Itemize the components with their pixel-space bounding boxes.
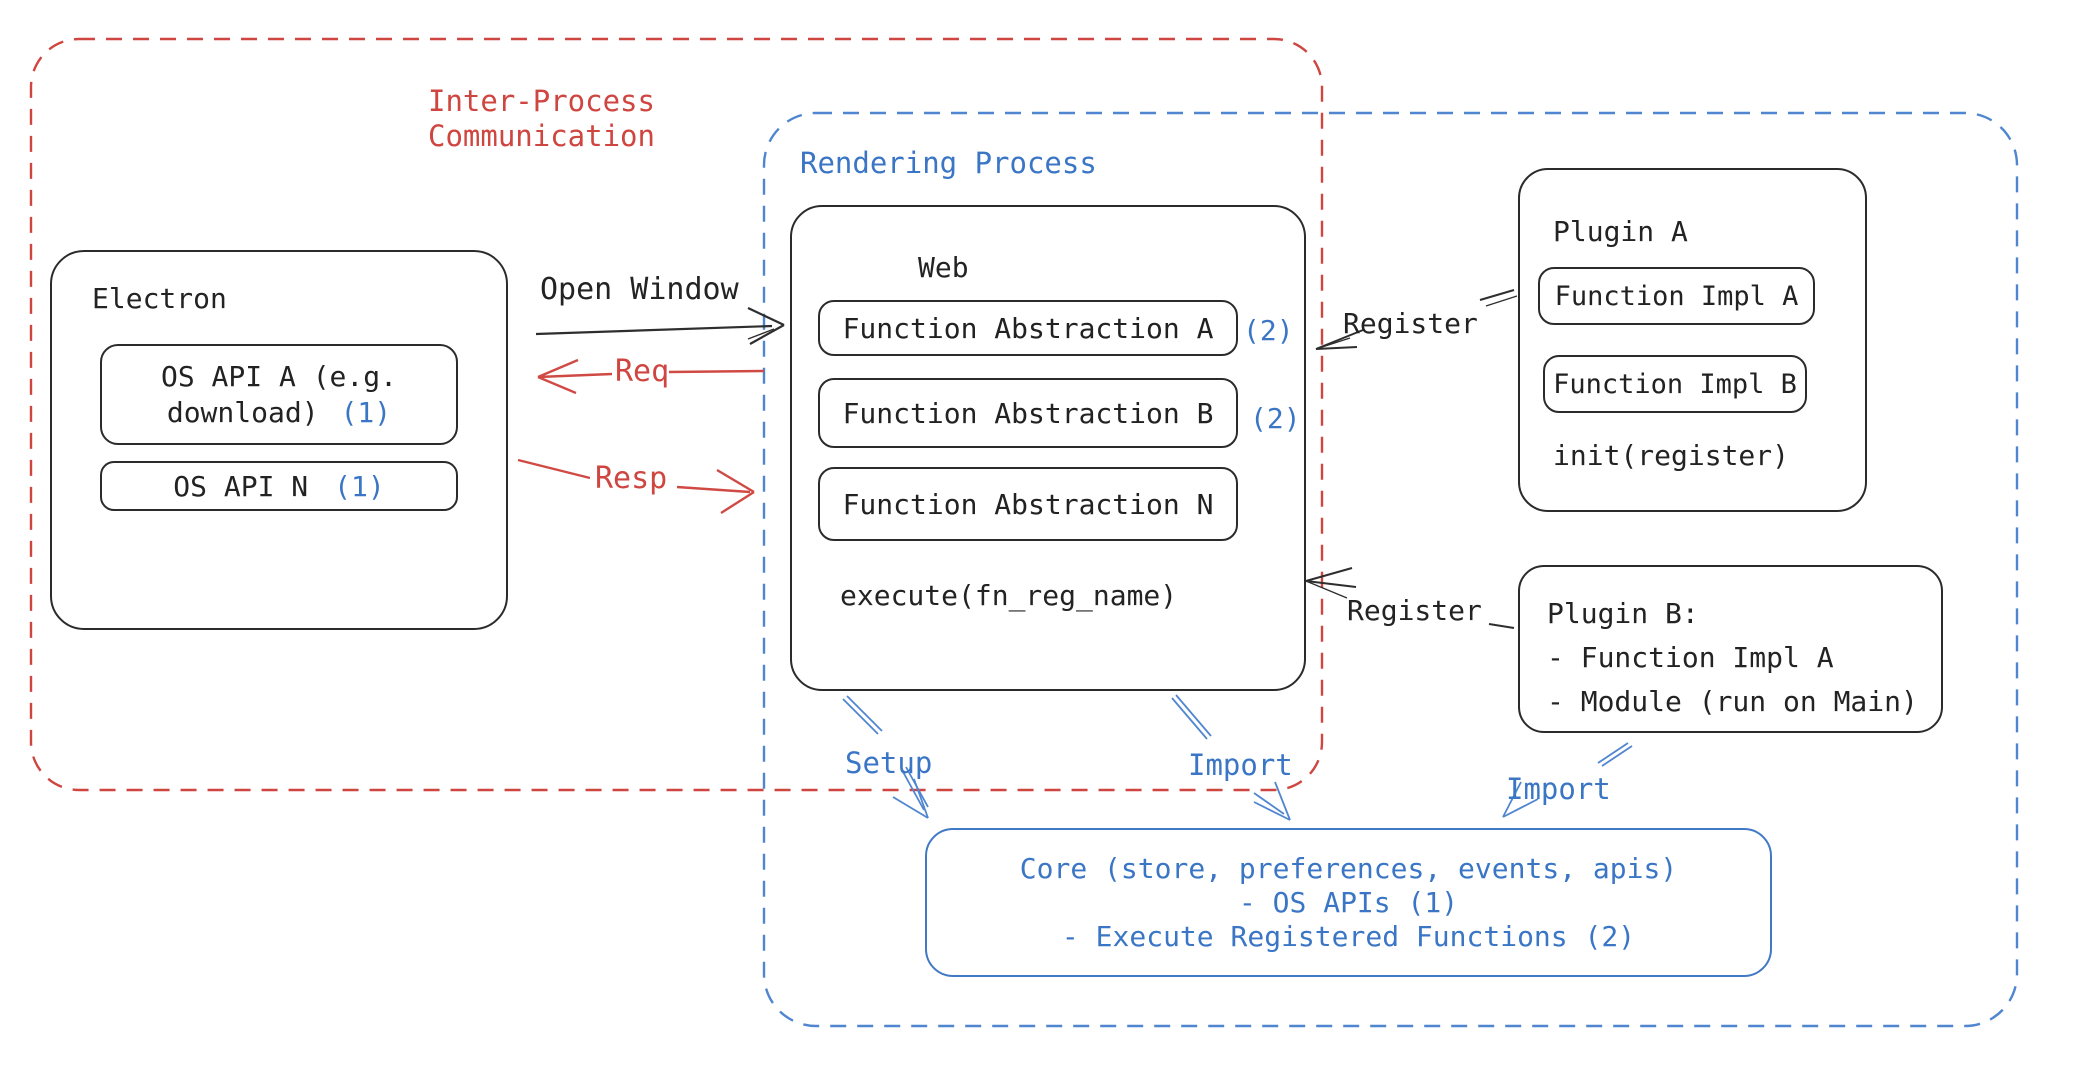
core-line-2: - OS APIs (1) — [1238, 885, 1459, 919]
core-line-1: Core (store, preferences, events, apis) — [1019, 851, 1678, 885]
os-api-a-line2: download)(1) — [166, 395, 392, 429]
os-api-n-box: OS API N(1) — [100, 461, 458, 511]
os-api-a-line1: OS API A (e.g. — [160, 359, 397, 393]
plugin-b-line-2: - Function Impl A — [1547, 641, 1834, 674]
import-core-label: Import — [1188, 748, 1293, 782]
os-api-n-line: OS API N(1) — [173, 469, 385, 503]
function-abstraction-n-label: Function Abstraction N — [842, 487, 1214, 521]
function-abstraction-n-box: Function Abstraction N — [818, 467, 1238, 541]
plugin-b-line-3: - Module (run on Main) — [1547, 685, 1918, 718]
function-abstraction-b-badge: (2) — [1250, 402, 1301, 435]
function-impl-a-box: Function Impl A — [1538, 267, 1815, 325]
function-abstraction-b-label: Function Abstraction B — [842, 396, 1214, 430]
resp-label: Resp — [595, 461, 668, 496]
core-box: Core (store, preferences, events, apis) … — [925, 828, 1772, 977]
function-impl-a-label: Function Impl A — [1554, 280, 1799, 312]
rendering-process-label: Rendering Process — [800, 146, 1097, 180]
function-abstraction-a-box: Function Abstraction A — [818, 300, 1238, 356]
plugin-a-title: Plugin A — [1553, 215, 1688, 248]
register-top-label: Register — [1343, 307, 1478, 340]
core-line-3: - Execute Registered Functions (2) — [1061, 919, 1636, 953]
execute-label: execute(fn_reg_name) — [840, 579, 1178, 612]
function-impl-b-box: Function Impl B — [1543, 355, 1807, 413]
os-api-a-badge: (1) — [340, 395, 392, 429]
function-abstraction-a-label: Function Abstraction A — [842, 311, 1214, 345]
open-window-label: Open Window — [540, 272, 739, 307]
function-abstraction-b-box: Function Abstraction B — [818, 378, 1238, 448]
web-title: Web — [918, 251, 969, 284]
import-plugin-b-label: Import — [1506, 772, 1611, 806]
os-api-n-badge: (1) — [334, 469, 385, 503]
ipc-label: Inter-Process Communication — [428, 84, 655, 153]
plugin-b-title: Plugin B: — [1547, 597, 1699, 630]
req-label: Req — [615, 354, 670, 389]
register-bottom-label: Register — [1347, 594, 1482, 627]
electron-title: Electron — [92, 282, 227, 315]
web-box — [790, 205, 1306, 691]
plugin-a-init-label: init(register) — [1553, 439, 1790, 472]
setup-label: Setup — [845, 746, 933, 780]
function-impl-b-label: Function Impl B — [1553, 368, 1797, 400]
os-api-a-box: OS API A (e.g. download)(1) — [100, 344, 458, 445]
function-abstraction-a-badge: (2) — [1243, 314, 1294, 347]
